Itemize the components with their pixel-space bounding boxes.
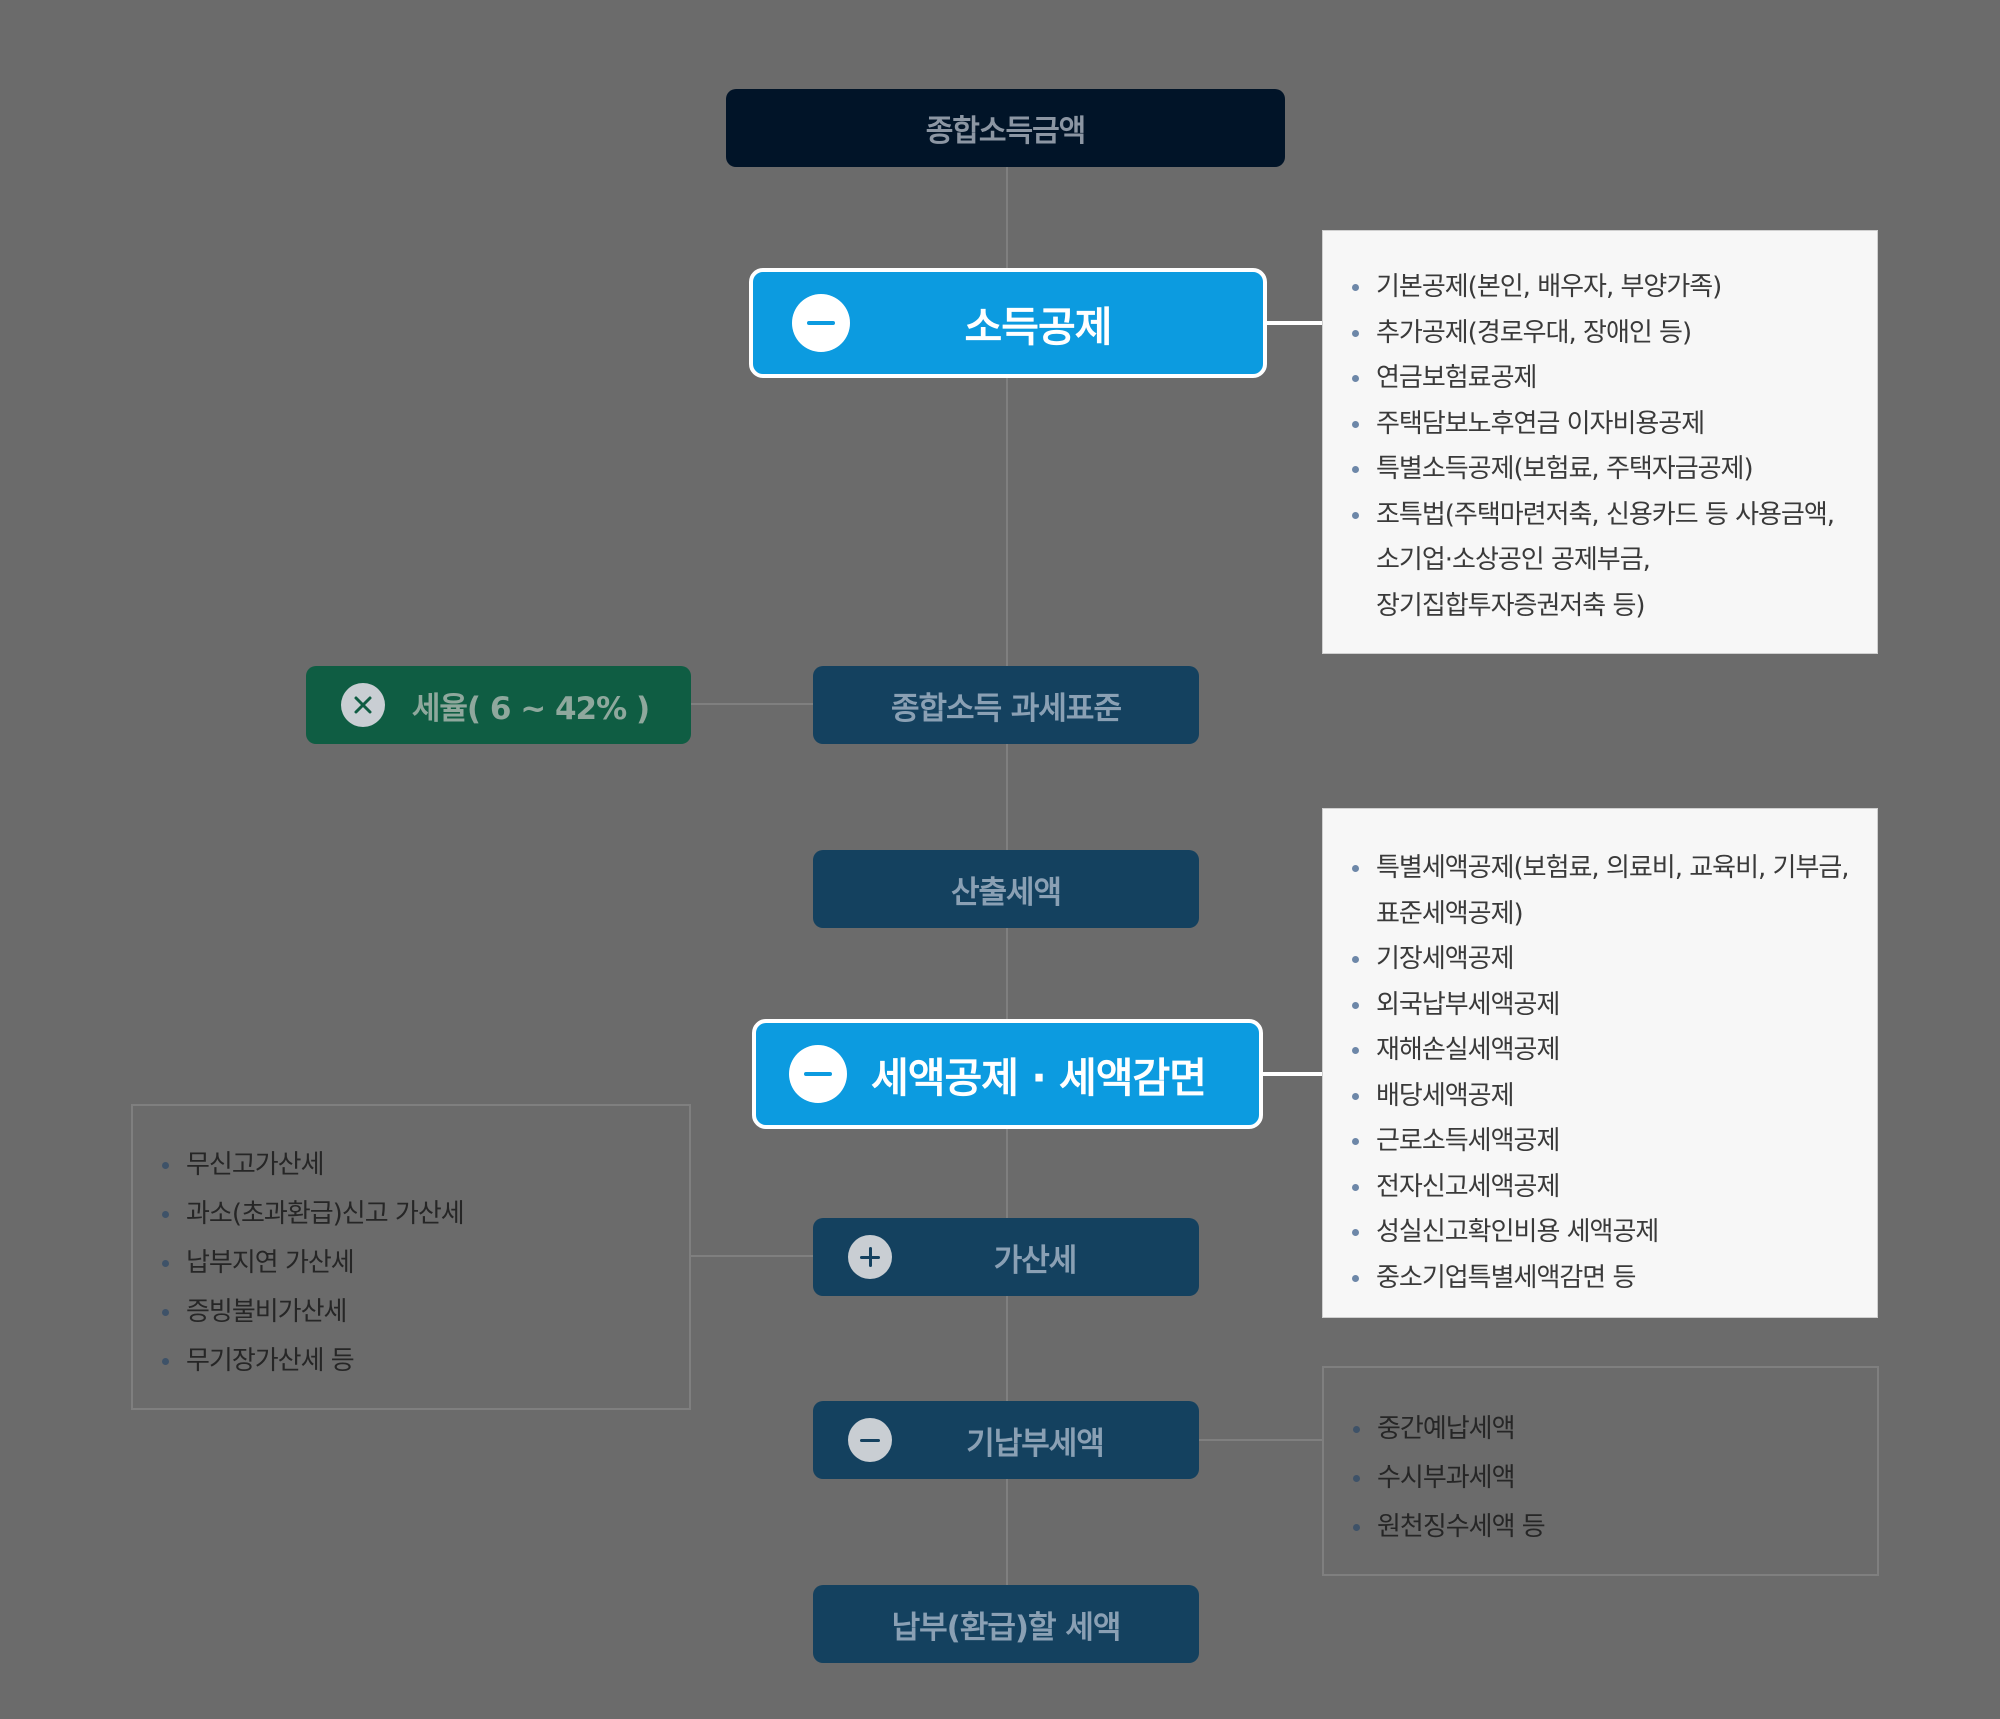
list-item: 기장세액공제 xyxy=(1350,937,1877,983)
tax-base-node[interactable]: 종합소득 과세표준 xyxy=(813,666,1199,744)
tax-rate-connector-line xyxy=(690,703,814,705)
income-deduction-label: 소득공제 xyxy=(964,303,1113,351)
penalty-tax-node[interactable]: 가산세 xyxy=(813,1218,1199,1296)
tax-credit-connector-line xyxy=(1262,1072,1323,1076)
tax-credit-detail-box: 특별세액공제(보험료, 의료비, 교육비, 기부금, 표준세액공제) 기장세액공… xyxy=(1322,808,1878,1318)
penalty-detail-box: 무신고가산세 과소(초과환급)신고 가산세 납부지연 가산세 증빙불비가산세 무… xyxy=(131,1104,691,1410)
list-item: 기본공제(본인, 배우자, 부양가족) xyxy=(1350,265,1877,311)
list-item: 증빙불비가산세 xyxy=(160,1288,689,1337)
list-item-continuation: 표준세액공제) xyxy=(1376,898,1524,929)
list-item: 무신고가산세 xyxy=(160,1141,689,1190)
income-deduction-list: 기본공제(본인, 배우자, 부양가족) 추가공제(경로우대, 장애인 등) 연금… xyxy=(1350,265,1877,629)
list-item: 재해손실세액공제 xyxy=(1350,1028,1877,1074)
list-item-continuation: 소기업·소상공인 공제부금, xyxy=(1376,545,1651,575)
list-item: 중소기업특별세액감면 등 xyxy=(1350,1256,1877,1302)
list-item: 무기장가산세 등 xyxy=(160,1337,689,1386)
minus-circle-icon[interactable] xyxy=(792,294,850,352)
list-item: 과소(초과환급)신고 가산세 xyxy=(160,1190,689,1239)
times-circle-icon[interactable] xyxy=(341,683,385,727)
tax-credit-list: 특별세액공제(보험료, 의료비, 교육비, 기부금, 표준세액공제) 기장세액공… xyxy=(1350,846,1877,1301)
list-item: 근로소득세액공제 xyxy=(1350,1119,1877,1165)
list-item: 원천징수세액 등 xyxy=(1351,1503,1877,1552)
plus-circle-icon[interactable] xyxy=(848,1235,892,1279)
prepaid-detail-box: 중간예납세액 수시부과세액 원천징수세액 등 xyxy=(1322,1366,1879,1576)
tax-credit-label: 세액공제 · 세액감면 xyxy=(871,1054,1207,1102)
prepaid-connector-line xyxy=(1198,1439,1323,1441)
list-item: 추가공제(경로우대, 장애인 등) xyxy=(1350,311,1877,357)
list-item: 성실신고확인비용 세액공제 xyxy=(1350,1210,1877,1256)
list-item: 연금보험료공제 xyxy=(1350,356,1877,402)
prepaid-list: 중간예납세액 수시부과세액 원천징수세액 등 xyxy=(1351,1405,1877,1552)
payable-tax-node[interactable]: 납부(환급)할 세액 xyxy=(813,1585,1199,1663)
list-item: 외국납부세액공제 xyxy=(1350,983,1877,1029)
list-item: 배당세액공제 xyxy=(1350,1074,1877,1120)
minus-circle-icon[interactable] xyxy=(848,1418,892,1462)
gross-income-label: 종합소득금액 xyxy=(925,114,1087,149)
tax-rate-label: 세율( 6 ~ 42% ) xyxy=(411,690,650,727)
tax-credit-node[interactable]: 세액공제 · 세액감면 xyxy=(752,1019,1263,1129)
tax-base-label: 종합소득 과세표준 xyxy=(891,690,1122,727)
list-item: 중간예납세액 xyxy=(1351,1405,1877,1454)
list-item-continuation: 장기집합투자증권저축 등) xyxy=(1376,590,1646,621)
payable-tax-label: 납부(환급)할 세액 xyxy=(891,1609,1122,1646)
tax-rate-node[interactable]: 세율( 6 ~ 42% ) xyxy=(306,666,691,744)
prepaid-tax-node[interactable]: 기납부세액 xyxy=(813,1401,1199,1479)
penalty-list: 무신고가산세 과소(초과환급)신고 가산세 납부지연 가산세 증빙불비가산세 무… xyxy=(160,1141,689,1386)
list-item: 특별세액공제(보험료, 의료비, 교육비, 기부금, xyxy=(1350,846,1877,892)
minus-circle-icon[interactable] xyxy=(789,1045,847,1103)
list-item: 납부지연 가산세 xyxy=(160,1239,689,1288)
income-deduction-connector-line xyxy=(1266,321,1323,325)
penalty-tax-label: 가산세 xyxy=(993,1242,1078,1279)
gross-income-node[interactable]: 종합소득금액 xyxy=(726,89,1285,167)
income-deduction-detail-box: 기본공제(본인, 배우자, 부양가족) 추가공제(경로우대, 장애인 등) 연금… xyxy=(1322,230,1878,654)
list-item: 특별소득공제(보험료, 주택자금공제) xyxy=(1350,447,1877,493)
list-item: 주택담보노후연금 이자비용공제 xyxy=(1350,402,1877,448)
list-item: 조특법(주택마련저축, 신용카드 등 사용금액, xyxy=(1350,493,1877,539)
penalty-connector-line xyxy=(690,1255,814,1257)
list-item: 전자신고세액공제 xyxy=(1350,1165,1877,1211)
calculated-tax-label: 산출세액 xyxy=(950,874,1062,911)
prepaid-tax-label: 기납부세액 xyxy=(966,1425,1105,1462)
list-item: 수시부과세액 xyxy=(1351,1454,1877,1503)
calculated-tax-node[interactable]: 산출세액 xyxy=(813,850,1199,928)
income-deduction-node[interactable]: 소득공제 xyxy=(749,268,1267,378)
